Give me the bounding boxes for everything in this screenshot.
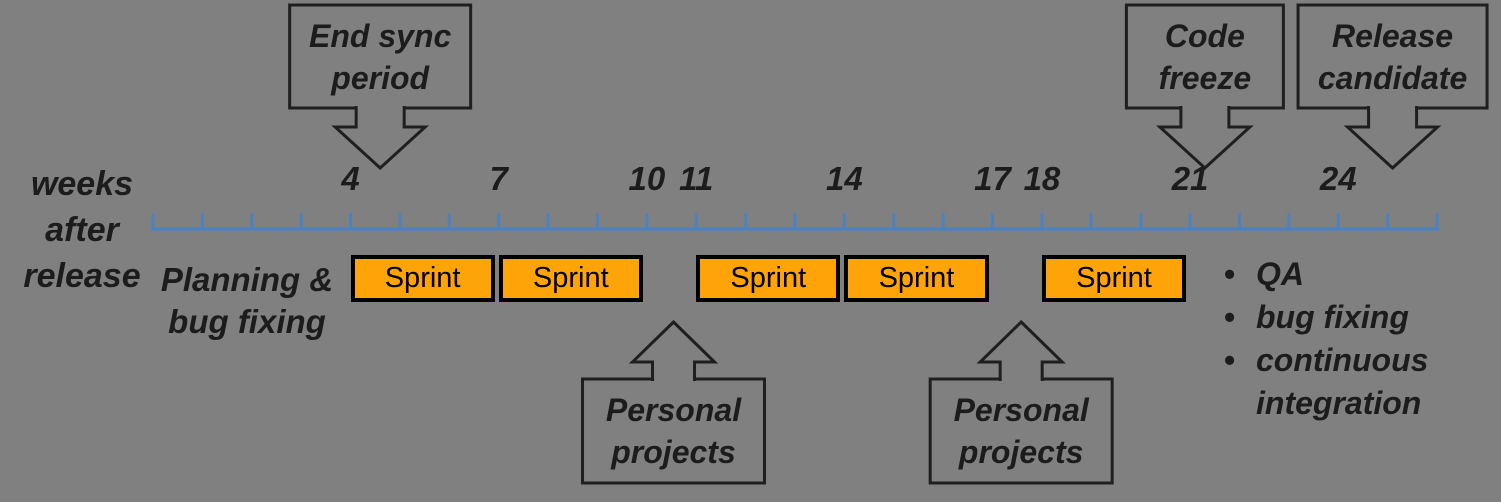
week-number-label: 4 bbox=[341, 160, 360, 197]
milestone-label: End sync period bbox=[309, 17, 452, 96]
bullet-item: • continuous integration bbox=[1224, 339, 1501, 425]
bullet-icon: • bbox=[1224, 256, 1236, 292]
milestone-label: Release candidate bbox=[1317, 17, 1468, 96]
down-arrow bbox=[1343, 106, 1442, 171]
sprint-box: Sprint bbox=[844, 255, 989, 302]
personal-projects-label: Personal projects bbox=[953, 392, 1089, 470]
down-arrow bbox=[331, 106, 430, 171]
sprint-box: Sprint bbox=[350, 255, 495, 302]
sprint-box: Sprint bbox=[1041, 255, 1187, 302]
week-number-label: 21 bbox=[1171, 160, 1209, 197]
week-number-label: 7 bbox=[489, 160, 508, 197]
personal-projects-box bbox=[928, 377, 1114, 485]
milestone-label: Code freeze bbox=[1158, 17, 1252, 96]
phase-label-planning: Planning & bug fixing bbox=[160, 261, 334, 340]
bullet-text: continuous integration bbox=[1256, 342, 1429, 421]
bullet-icon: • bbox=[1224, 342, 1236, 378]
bullet-item: • bug fixing bbox=[1224, 296, 1501, 339]
week-number-label: 18 bbox=[1023, 160, 1061, 197]
personal-projects-label: Personal projects bbox=[605, 392, 742, 470]
down-arrow bbox=[1156, 106, 1254, 171]
phase-bullet-list: • QA • bug fixing • continuous integration bbox=[1224, 253, 1501, 425]
bullet-text: QA bbox=[1256, 256, 1304, 292]
bullet-item: • QA bbox=[1224, 253, 1501, 296]
bullet-icon: • bbox=[1224, 299, 1236, 335]
up-arrow bbox=[976, 319, 1066, 381]
milestone-box bbox=[1124, 3, 1285, 110]
week-number-label: 11 bbox=[679, 160, 714, 197]
week-number-label: 14 bbox=[826, 160, 863, 197]
week-number-label: 17 bbox=[974, 160, 1011, 197]
up-arrow bbox=[628, 319, 719, 381]
week-number-label: 24 bbox=[1319, 160, 1357, 197]
bullet-text: bug fixing bbox=[1256, 299, 1409, 335]
sprint-box: Sprint bbox=[498, 255, 643, 302]
milestone-box bbox=[288, 3, 473, 110]
personal-projects-box bbox=[581, 377, 767, 485]
axis-label: weeks after release bbox=[23, 165, 141, 295]
sprint-box: Sprint bbox=[696, 255, 841, 302]
week-number-label: 10 bbox=[628, 160, 666, 197]
